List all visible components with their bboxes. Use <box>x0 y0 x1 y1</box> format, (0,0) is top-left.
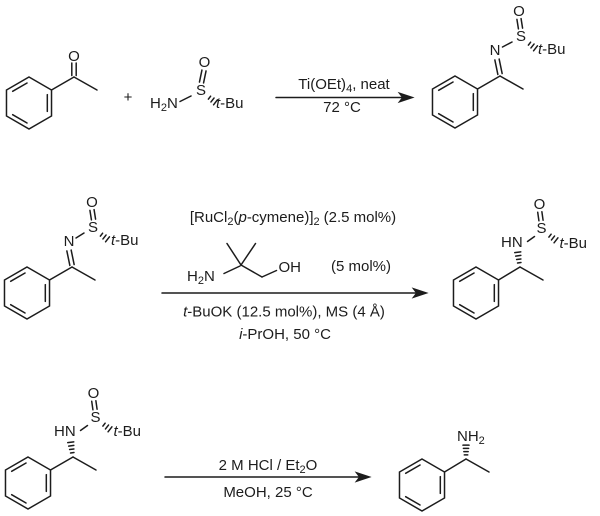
reaction-arrow-3 <box>164 471 372 483</box>
conditions-3-above: 2 M HCl / Et2O <box>219 457 318 476</box>
tbu-label: t-Bu <box>216 95 244 112</box>
molecule-ketimine-product: N S O t-Bu <box>431 3 566 129</box>
sulfinyl-s-label: S <box>196 82 206 99</box>
imine-n-label: N <box>490 42 501 59</box>
molecule-phenylethylamine-product: NH2 <box>398 428 490 512</box>
conditions-1-below: 72 °C <box>323 99 361 116</box>
conditions-1-above: Ti(OEt)4, neat <box>298 76 390 95</box>
h2n-label: H2N <box>187 268 215 287</box>
base-conditions-text: t-BuOK (12.5 mol%), MS (4 Å) <box>183 304 385 321</box>
imine-n-label: N <box>64 233 75 250</box>
plus-sign: + <box>124 89 133 106</box>
molecule-sulfinamide-reactant: HN S O t-Bu <box>4 385 142 510</box>
solvent-conditions-text: i-PrOH, 50 °C <box>239 326 331 343</box>
tbu-label: t-Bu <box>114 423 142 440</box>
sulfinyl-o-label: O <box>88 385 100 402</box>
sulfinyl-o-label: O <box>199 54 211 71</box>
molecule-amino-alcohol-ligand: H2N OH <box>187 242 302 287</box>
sulfinyl-s-label: S <box>88 219 98 236</box>
sulfinyl-o-label: O <box>86 194 98 211</box>
hn-label: HN <box>54 423 76 440</box>
sulfinyl-o-label: O <box>534 196 546 213</box>
h2n-label: H2N <box>150 95 178 114</box>
molecule-tert-butanesulfinamide: H2N S O t-Bu <box>150 54 244 114</box>
oh-label: OH <box>279 259 302 276</box>
tbu-label: t-Bu <box>560 235 588 252</box>
tbu-label: t-Bu <box>538 41 566 58</box>
hn-label: HN <box>501 234 523 251</box>
molecule-ketimine-reactant: N S O t-Bu <box>3 194 139 320</box>
reaction-arrow-2 <box>161 287 429 299</box>
ligand-loading-text: (5 mol%) <box>331 258 391 275</box>
molecule-sulfinamide-product: HN S O t-Bu <box>452 196 588 320</box>
tbu-label: t-Bu <box>111 232 139 249</box>
sulfinyl-s-label: S <box>516 28 526 45</box>
carbonyl-o-label: O <box>68 48 80 65</box>
catalyst-text: [RuCl2(p-cymene)]2(2.5 mol%) <box>190 209 396 228</box>
sulfinyl-s-label: S <box>90 409 100 426</box>
sulfinyl-s-label: S <box>536 220 546 237</box>
molecule-acetophenone: O <box>5 48 98 130</box>
nh2-label: NH2 <box>457 428 485 447</box>
conditions-3-below: MeOH, 25 °C <box>223 484 313 501</box>
reaction-arrow-1 <box>275 91 415 104</box>
sulfinyl-o-label: O <box>513 3 525 20</box>
